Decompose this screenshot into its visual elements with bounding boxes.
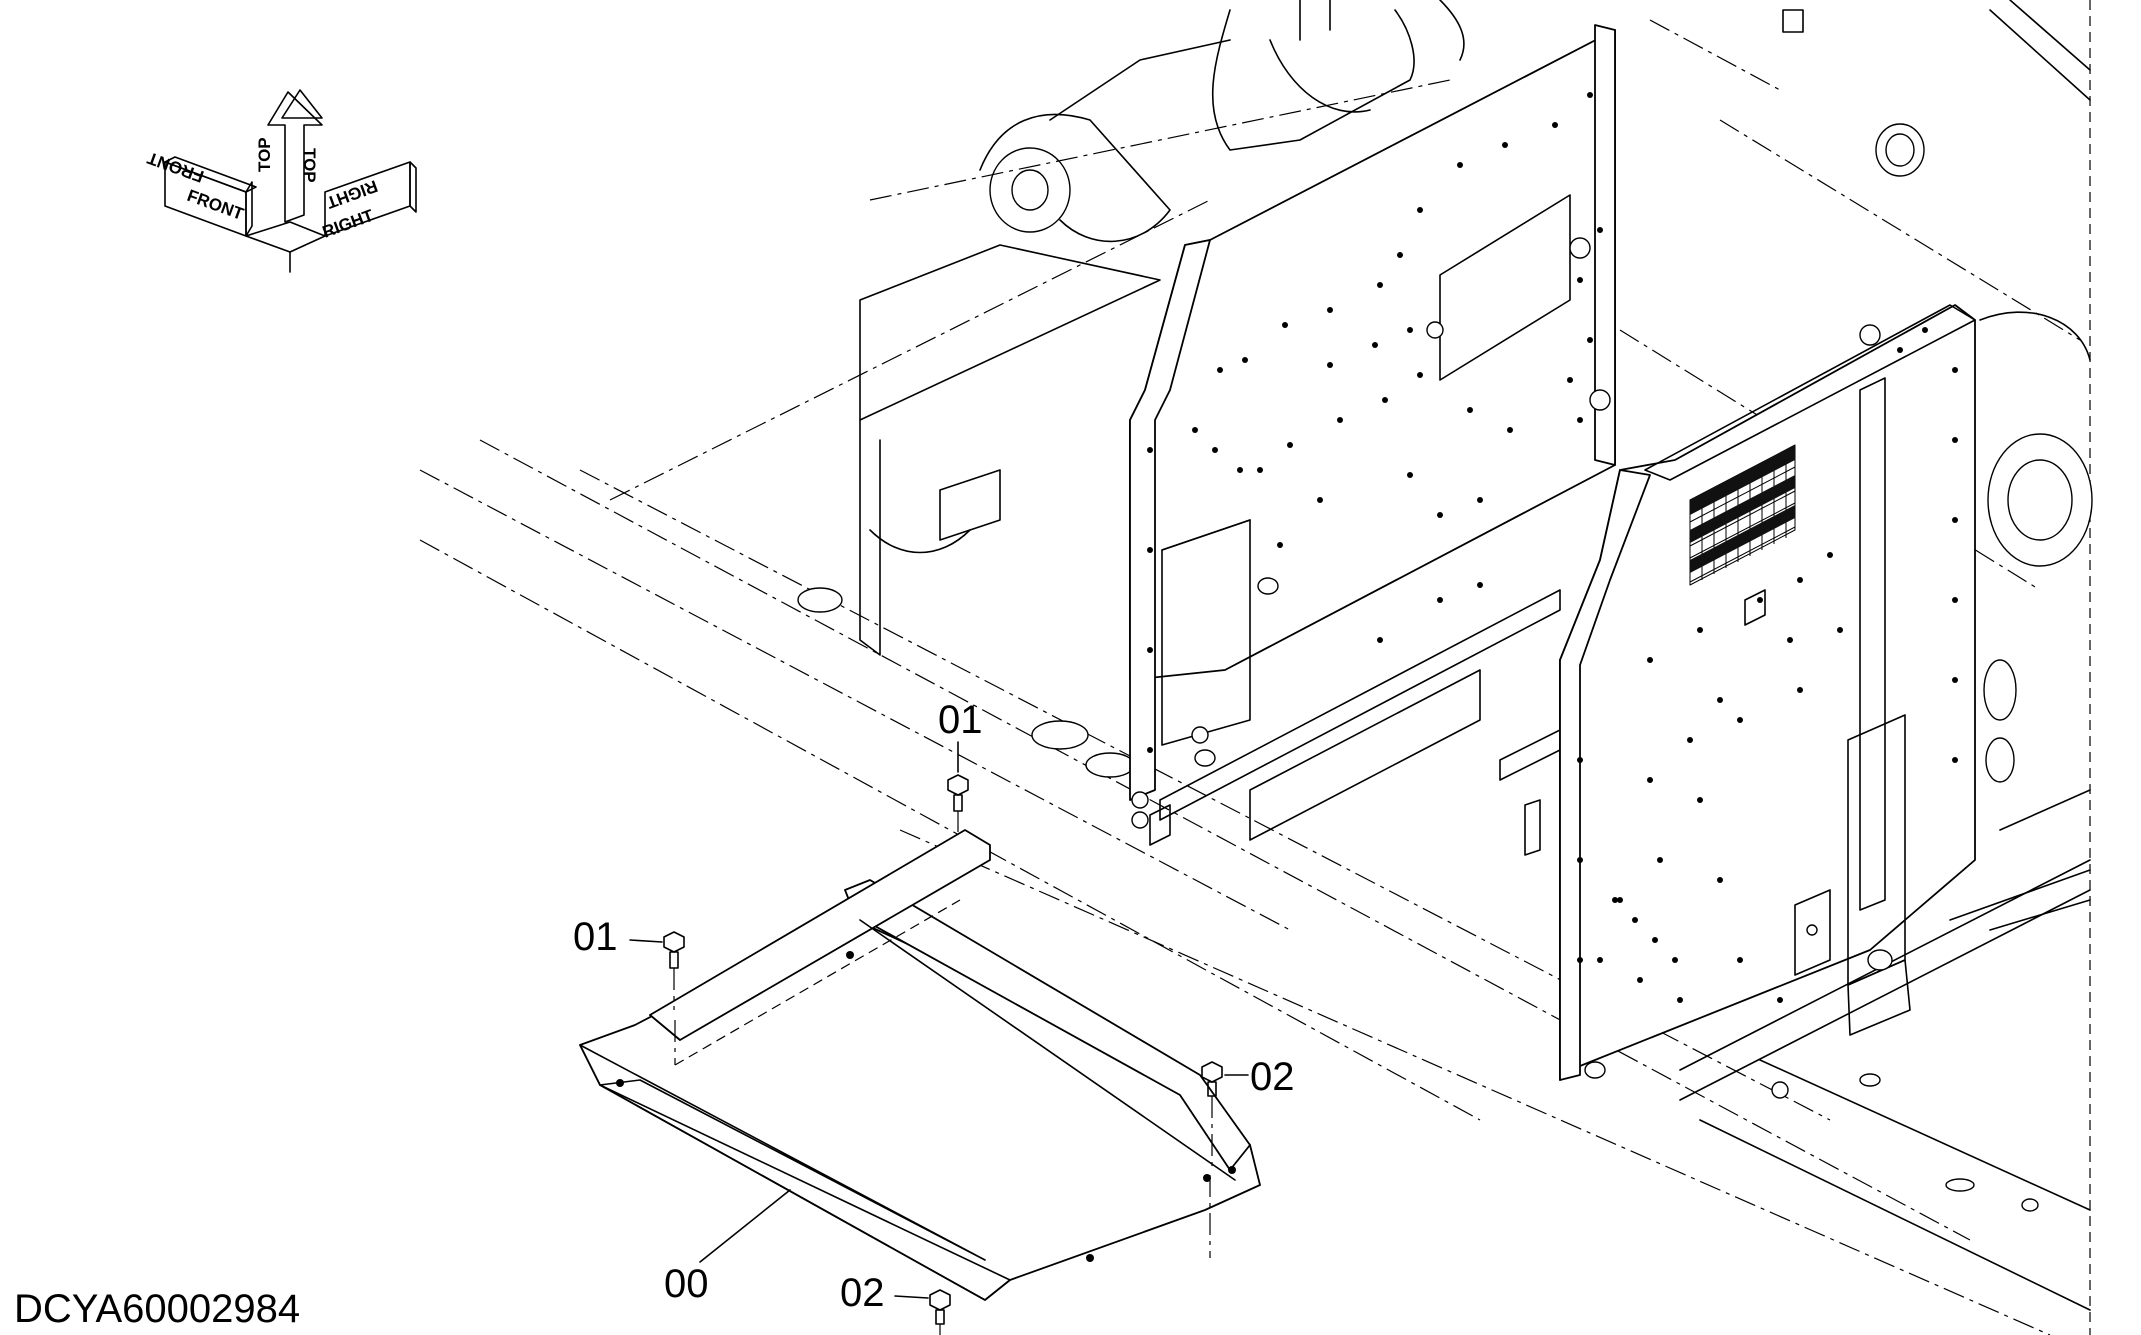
under-cover-part [579, 829, 1261, 1301]
orientation-arrow-icon: FRONT FRONT TOP TOP RIGHT RIGHT [144, 89, 417, 273]
machine-frame [419, 0, 2093, 1335]
front-label-upper: FRONT [144, 148, 206, 186]
top-label-upper: TOP [300, 148, 319, 183]
bolt-02-bottom [929, 1289, 951, 1335]
callout-label-01-left: 01 [573, 915, 618, 959]
front-label-lower: FRONT [185, 186, 247, 224]
bolt-02-right [1201, 1061, 1223, 1170]
right-label-lower: RIGHT [320, 206, 377, 242]
vent-grille [1689, 444, 1796, 586]
callout-02-bottom: 02 [840, 1271, 929, 1315]
top-label-lower: TOP [255, 137, 274, 172]
callout-label-02-right: 02 [1250, 1055, 1295, 1099]
bolt-01-top [947, 774, 969, 832]
right-label-upper: RIGHT [323, 176, 380, 212]
callout-01-top: 01 [938, 698, 983, 773]
callout-02-right: 02 [1224, 1055, 1295, 1099]
bolt-01-left [663, 931, 685, 1010]
left-side-panel [1129, 24, 1616, 846]
callout-01-left: 01 [573, 915, 663, 959]
callout-label-02-bottom: 02 [840, 1271, 885, 1315]
right-side-panel [1524, 304, 1976, 1081]
drawing-number: DCYA60002984 [14, 1287, 300, 1331]
callout-00-cover: 00 [664, 1189, 791, 1306]
callout-label-01-top: 01 [938, 698, 983, 742]
callout-label-00: 00 [664, 1262, 709, 1306]
